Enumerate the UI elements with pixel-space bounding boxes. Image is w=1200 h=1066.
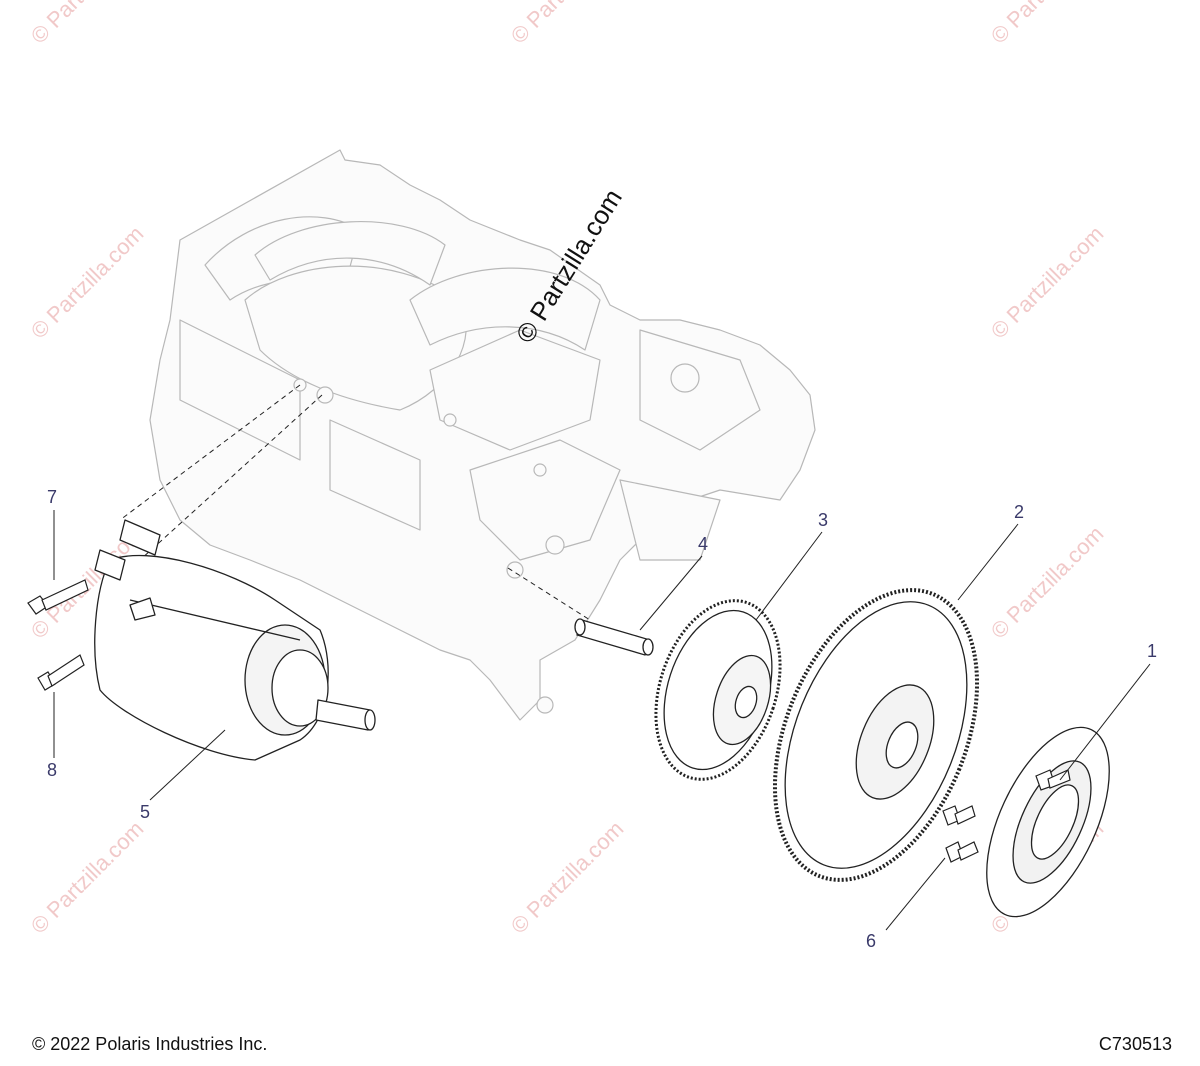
- watermark-10: © Partzilla.com: [506, 816, 629, 939]
- bolt-7: [27, 579, 89, 615]
- diagram-code: C730513: [1098, 1034, 1172, 1054]
- idler-shaft: [574, 618, 654, 656]
- watermark-3: © Partzilla.com: [986, 0, 1109, 49]
- crankcase-outline: [149, 149, 816, 721]
- one-way-starter-clutch: [986, 726, 1110, 918]
- idler-gear: [654, 599, 782, 781]
- bolt-6b: [942, 805, 976, 826]
- watermark-5: © Partzilla.com: [986, 221, 1109, 344]
- callout-2: 2: [1014, 502, 1024, 522]
- starter-motor: [94, 519, 376, 761]
- callout-labels: 1 2 3 4 5 6 7 8: [47, 487, 1157, 951]
- watermark-1: © Partzilla.com: [26, 0, 149, 49]
- bolt-8: [37, 654, 85, 691]
- callout-6: 6: [866, 931, 876, 951]
- callout-3: 3: [818, 510, 828, 530]
- watermark-2: © Partzilla.com: [506, 0, 629, 49]
- starter-driven-gear: [772, 588, 980, 882]
- watermark-4: © Partzilla.com: [26, 221, 149, 344]
- callout-4: 4: [698, 534, 708, 554]
- bolts: [27, 579, 1071, 863]
- callout-5: 5: [140, 802, 150, 822]
- leader-lines: [53, 510, 1151, 931]
- callout-8: 8: [47, 760, 57, 780]
- assembly-lines: [119, 384, 591, 621]
- bolt-6c: [945, 841, 979, 863]
- callout-7: 7: [47, 487, 57, 507]
- callout-1: 1: [1147, 641, 1157, 661]
- watermark-8: © Partzilla.com: [986, 521, 1109, 644]
- copyright-notice: © 2022 Polaris Industries Inc.: [32, 1034, 268, 1054]
- watermark-9: © Partzilla.com: [26, 816, 149, 939]
